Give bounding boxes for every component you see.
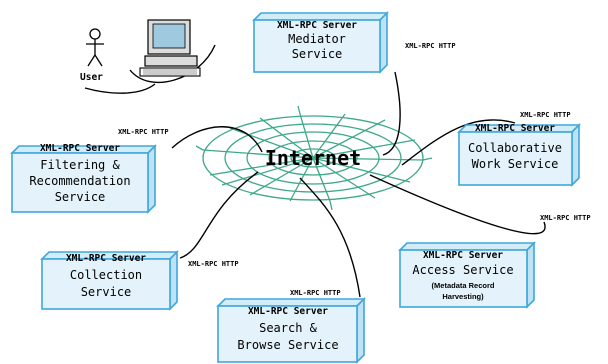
user-figure-icon (86, 28, 104, 67)
search-wire (299, 177, 361, 298)
collection-server-box: XML-RPC Server Collection Service (40, 250, 179, 311)
access-service-sub-line2: Harvesting) (442, 292, 484, 301)
search-server-header: XML-RPC Server (248, 306, 328, 317)
user-to-mediator-wire (129, 44, 216, 84)
filtering-service-name-line2: Recommendation (29, 174, 130, 188)
access-server-box: XML-RPC Server Access Service (Metadata … (398, 241, 536, 309)
mediator-service-name-line2: Service (292, 47, 343, 61)
protocol-label-mediator: XML-RPC HTTP (405, 42, 456, 50)
collection-server-header: XML-RPC Server (66, 253, 146, 264)
access-wire (369, 174, 546, 235)
filtering-server-box: XML-RPC Server Filtering & Recommendatio… (10, 143, 157, 214)
collaborative-server-box: XML-RPC Server Collaborative Work Servic… (457, 123, 581, 187)
user-to-computer-wire (84, 83, 156, 94)
search-service-name-line1: Search & (259, 321, 318, 335)
mediator-wire (382, 71, 401, 156)
collaborative-service-name-line2: Work Service (472, 157, 559, 171)
collection-service-name-line2: Service (81, 285, 132, 299)
search-service-name-line2: Browse Service (237, 338, 338, 352)
filtering-server-header: XML-RPC Server (40, 143, 120, 154)
collection-wire (179, 171, 259, 259)
filtering-service-name-line1: Filtering & (40, 158, 120, 172)
collection-service-name-line1: Collection (70, 268, 142, 282)
protocol-label-collection: XML-RPC HTTP (188, 260, 239, 268)
protocol-label-collaborative: XML-RPC HTTP (520, 111, 571, 119)
mediator-server-box: XML-RPC Server Mediator Service (252, 11, 389, 74)
collaborative-server-header: XML-RPC Server (475, 123, 555, 134)
access-service-name-line1: Access Service (412, 263, 513, 277)
protocol-label-filtering: XML-RPC HTTP (118, 128, 169, 136)
filtering-service-name-line3: Service (55, 190, 106, 204)
collaborative-service-name-line1: Collaborative (468, 141, 562, 155)
mediator-service-name-line1: Mediator (288, 32, 346, 46)
search-server-box: XML-RPC Server Search & Browse Service (216, 297, 366, 364)
mediator-server-header: XML-RPC Server (277, 20, 357, 31)
protocol-label-access: XML-RPC HTTP (540, 214, 591, 222)
user-label: User (80, 72, 103, 83)
internet-label: Internet (265, 146, 361, 170)
access-server-header: XML-RPC Server (423, 250, 503, 261)
access-service-sub-line1: (Metadata Record (432, 281, 495, 290)
protocol-label-search: XML-RPC HTTP (290, 289, 341, 297)
collaborative-wire (401, 119, 516, 166)
computer-icon (139, 19, 201, 77)
filtering-wire (171, 126, 263, 153)
